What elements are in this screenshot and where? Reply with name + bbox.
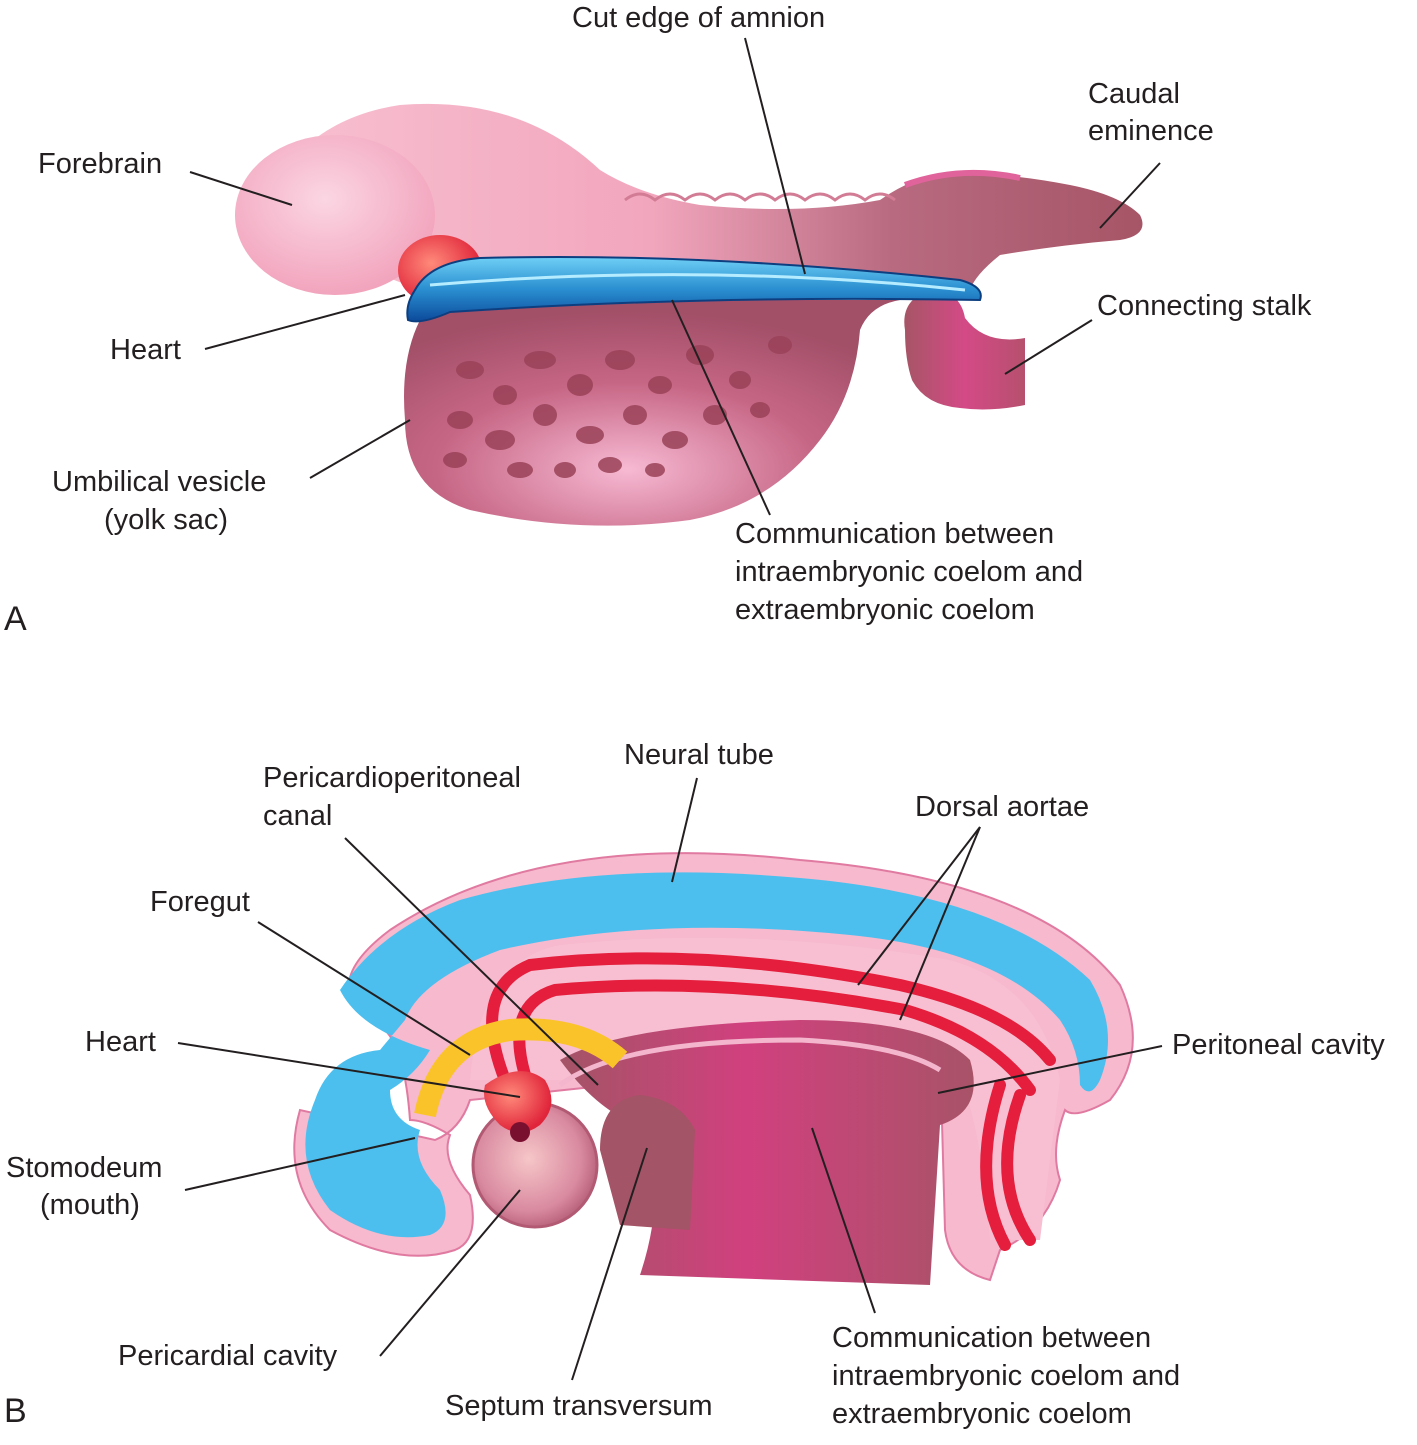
label-connecting-stalk: Connecting stalk	[1097, 290, 1312, 322]
connecting-stalk-shape	[904, 290, 1025, 410]
label-caudal-eminence-line2: eminence	[1088, 115, 1214, 147]
label-heart-b: Heart	[85, 1026, 156, 1058]
label-a-communication-line2: intraembryonic coelom and	[735, 556, 1084, 588]
amnion-cut-edge	[406, 255, 982, 323]
label-pericardioperitoneal-line2: canal	[263, 800, 333, 832]
label-cut-edge-of-amnion: Cut edge of amnion	[572, 2, 826, 34]
neural-tube-shape	[305, 872, 1108, 1238]
label-a-communication-line1: Communication between	[735, 518, 1055, 550]
heart-b-shape	[484, 1071, 552, 1133]
caudal-eminence-highlight	[903, 169, 1021, 188]
gut-highlight	[558, 1037, 942, 1088]
somites	[624, 192, 896, 202]
label-stomodeum-line1: Stomodeum	[6, 1152, 163, 1184]
label-umbilical-vesicle-line2: (yolk sac)	[104, 504, 229, 536]
label-stomodeum-line2: (mouth)	[40, 1189, 140, 1221]
label-caudal-eminence-line1: Caudal	[1088, 78, 1180, 110]
label-a-communication-line3: extraembryonic coelom	[735, 594, 1035, 626]
label-b-communication-line1: Communication between	[832, 1322, 1152, 1354]
label-umbilical-vesicle-line1: Umbilical vesicle	[52, 466, 267, 498]
label-b-communication-line2: intraembryonic coelom and	[832, 1360, 1181, 1392]
label-foregut: Foregut	[150, 886, 250, 918]
foregut-shape	[414, 1018, 628, 1118]
label-dorsal-aortae: Dorsal aortae	[915, 791, 1090, 823]
label-forebrain: Forebrain	[38, 148, 163, 180]
label-peritoneal-cavity: Peritoneal cavity	[1172, 1029, 1385, 1061]
dorsal-aortae-shapes	[486, 952, 1056, 1251]
umbilical-vesicle-shape	[404, 300, 900, 526]
embryo-body-shape	[251, 103, 1143, 290]
panel-b-letter: B	[4, 1392, 27, 1430]
septum-shape	[600, 1095, 695, 1230]
panel-a-letter: A	[4, 600, 27, 638]
panel-b-artwork	[293, 852, 1134, 1285]
forebrain-shape	[235, 135, 435, 295]
label-pericardial-cavity: Pericardial cavity	[118, 1340, 338, 1372]
label-neural-tube: Neural tube	[624, 739, 774, 771]
yolk-sac-vessels	[443, 336, 792, 478]
panel-a-leaders	[189, 37, 1161, 516]
label-pericardioperitoneal-line1: Pericardioperitoneal	[263, 762, 521, 794]
label-septum-transversum: Septum transversum	[445, 1390, 713, 1422]
panel-a-artwork	[235, 103, 1143, 526]
label-b-communication-line3: extraembryonic coelom	[832, 1398, 1132, 1430]
panel-b-leaders	[177, 777, 1163, 1381]
label-heart-a: Heart	[110, 334, 181, 366]
